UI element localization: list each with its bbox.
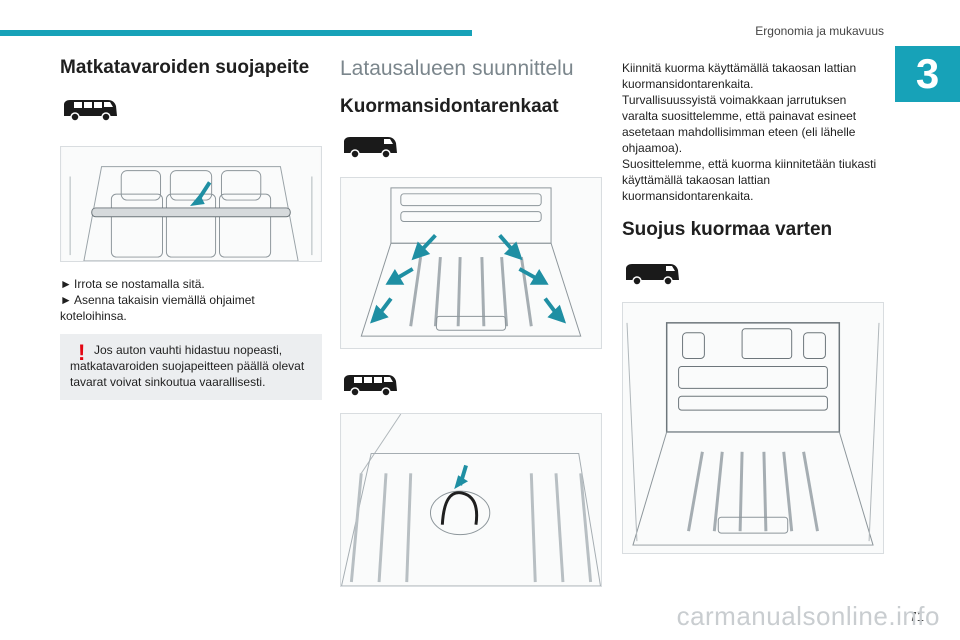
floor-ring-drawing — [341, 414, 601, 586]
instruction-step: ►Irrota se nostamalla sitä. — [60, 276, 322, 292]
mpv-vehicle-icon — [64, 100, 117, 122]
watermark: carmanualsonline.info — [676, 601, 940, 631]
paragraph-secure-load: Suosittelemme, että kuorma kiinnitetään … — [622, 157, 877, 203]
floor-ring-illustration — [340, 413, 602, 587]
warning-icon: ! — [78, 340, 86, 365]
mpv-vehicle-icon — [344, 375, 397, 397]
warning-text: Jos auton vauhti hidastuu nopeasti, matk… — [70, 343, 305, 389]
middle-column: Latausalueen suunnittelu Kuormansidontar… — [340, 56, 602, 587]
warning-box: ! Jos auton vauhti hidastuu nopeasti, ma… — [60, 334, 322, 400]
instruction-step: ►Asenna takaisin viemällä ohjaimet kotel… — [60, 292, 322, 324]
step-marker: ► — [60, 277, 72, 291]
subsection-title-load-cover: Suojus kuormaa varten — [622, 219, 833, 240]
page-number: 71 — [909, 609, 924, 624]
running-header: Ergonomia ja mukavuus — [755, 24, 884, 38]
panel-van-icon — [344, 137, 397, 159]
header-accent-bar — [0, 30, 472, 36]
right-column: Kiinnitä kuorma käyttämällä takaosan lat… — [622, 60, 884, 554]
lashing-rings-drawing — [341, 178, 601, 348]
chapter-number-badge: 3 — [895, 46, 960, 102]
luggage-cover-drawing — [62, 147, 320, 261]
load-cover-drawing — [623, 303, 883, 553]
instruction-list: ►Irrota se nostamalla sitä. ►Asenna taka… — [60, 276, 322, 324]
luggage-cover-illustration — [60, 146, 322, 262]
subsection-title-lashing-rings: Kuormansidontarenkaat — [340, 96, 559, 117]
panel-van-icon — [626, 264, 679, 286]
section-title-load-area: Latausalueen suunnittelu — [340, 57, 574, 80]
lashing-rings-illustration — [340, 177, 602, 349]
step-text: Asenna takaisin viemällä ohjaimet kotelo… — [60, 293, 255, 323]
step-marker: ► — [60, 293, 72, 307]
section-title-luggage-cover: Matkatavaroiden suojapeite — [60, 57, 310, 78]
load-cover-illustration — [622, 302, 884, 554]
step-text: Irrota se nostamalla sitä. — [74, 277, 205, 291]
left-column: Matkatavaroiden suojapeite ►Irrota se no… — [60, 56, 322, 400]
paragraph-safety-advice: Turvallisuussyistä voimakkaan jarrutukse… — [622, 93, 857, 155]
paragraph-lashing-instruction: Kiinnitä kuorma käyttämällä takaosan lat… — [622, 61, 857, 91]
